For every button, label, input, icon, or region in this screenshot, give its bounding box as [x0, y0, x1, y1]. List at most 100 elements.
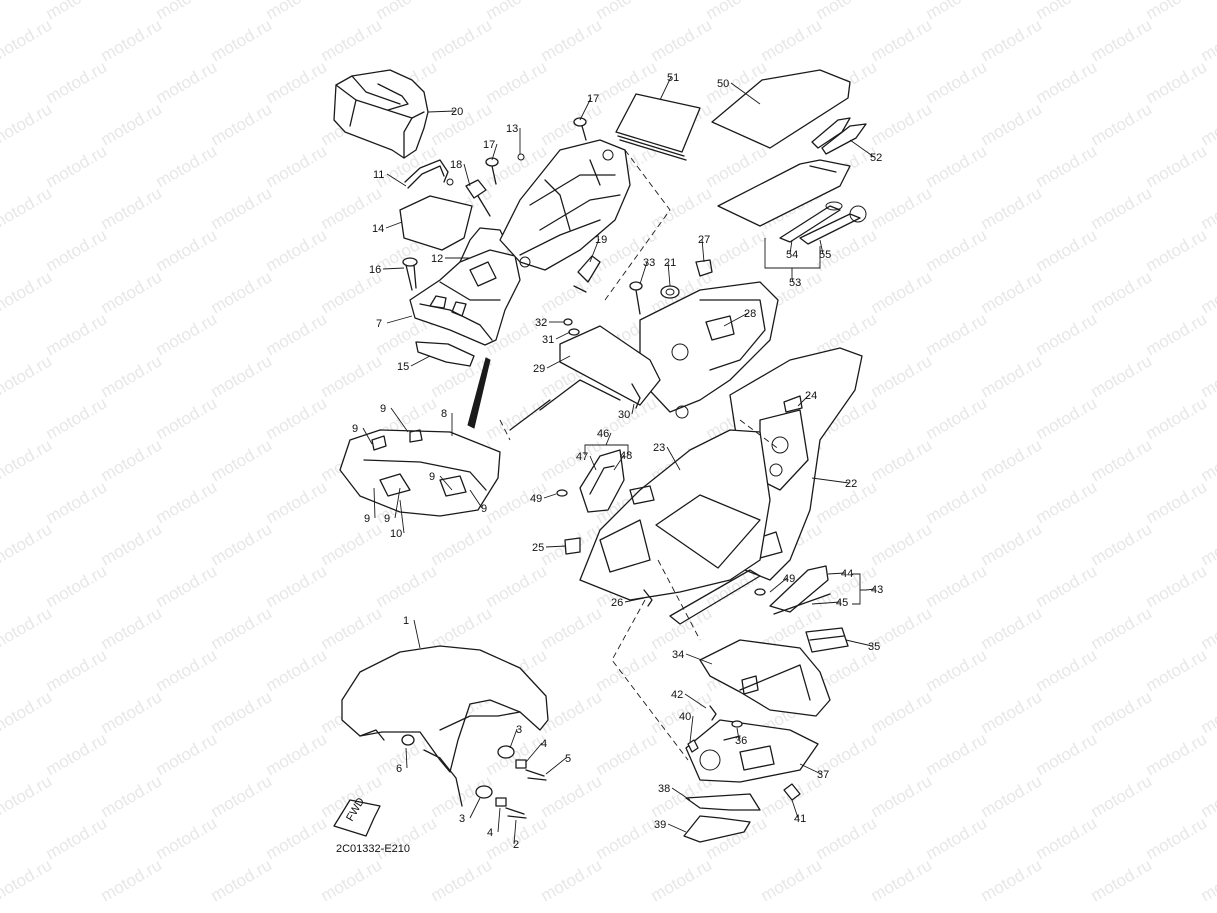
- leader-line: [769, 577, 788, 593]
- callout-label-39: 39: [654, 819, 666, 831]
- watermark-text: motod.ru: [153, 0, 221, 23]
- leader-line: [671, 787, 691, 801]
- rear-cowl-inner: [639, 281, 779, 419]
- callout-label-55: 55: [819, 249, 831, 261]
- callout-label-43: 43: [871, 584, 883, 596]
- callout-label-35: 35: [868, 641, 880, 653]
- watermark-text: motod.ru: [1088, 687, 1156, 737]
- watermark-text: motod.ru: [98, 687, 166, 737]
- watermark-text: motod.ru: [1143, 309, 1211, 359]
- watermark-text: motod.ru: [263, 729, 331, 779]
- watermark-text: motod.ru: [98, 603, 166, 653]
- watermark-text: motod.ru: [318, 15, 386, 65]
- callout-label-32: 32: [535, 317, 547, 329]
- watermark-text: motod.ru: [978, 771, 1046, 821]
- watermark-text: motod.ru: [1033, 309, 1101, 359]
- leader-line: [546, 355, 571, 369]
- watermark-text: motod.ru: [208, 603, 276, 653]
- leader-line: [849, 139, 875, 158]
- watermark-text: motod.ru: [1143, 813, 1211, 863]
- part-16-bolt: [402, 257, 418, 291]
- watermark-text: motod.ru: [318, 603, 386, 653]
- watermark-text: motod.ru: [483, 0, 551, 23]
- callout-label-9: 9: [364, 513, 370, 525]
- watermark-text: motod.ru: [1088, 99, 1156, 149]
- watermark-text: motod.ru: [978, 435, 1046, 485]
- watermark-text: motod.ru: [208, 15, 276, 65]
- leader-line: [439, 475, 453, 491]
- part-30-bolt: [631, 383, 641, 409]
- leader-line: [525, 742, 543, 763]
- watermark-text: motod.ru: [43, 141, 111, 191]
- part-54-wrench: [779, 201, 843, 243]
- part-3-collar-a: [497, 745, 515, 759]
- leader-line: [667, 823, 687, 833]
- watermark-text: motod.ru: [703, 0, 771, 23]
- watermark-text: motod.ru: [43, 225, 111, 275]
- part-29-bracket: [509, 325, 661, 431]
- watermark-text: motod.ru: [868, 183, 936, 233]
- watermark-text: motod.ru: [43, 309, 111, 359]
- watermark-text: motod.ru: [43, 729, 111, 779]
- leader-line: [545, 757, 567, 775]
- callout-label-52: 52: [870, 152, 882, 164]
- callout-label-25: 25: [532, 542, 544, 554]
- watermark-text: motod.ru: [263, 141, 331, 191]
- watermark-text: motod.ru: [593, 813, 661, 863]
- watermark-text: motod.ru: [0, 855, 55, 905]
- watermark-text: motod.ru: [648, 855, 716, 905]
- callout-label-50: 50: [717, 78, 729, 90]
- leader-line: [427, 110, 456, 113]
- watermark-text: motod.ru: [1088, 855, 1156, 905]
- watermark-text: motod.ru: [758, 15, 826, 65]
- callout-label-16: 16: [369, 264, 381, 276]
- callout-label-49: 49: [783, 573, 795, 585]
- shading-strip: [467, 357, 491, 429]
- watermark-text: motod.ru: [978, 183, 1046, 233]
- leader-line: [789, 239, 793, 255]
- leader-line: [797, 394, 810, 407]
- part-4-spacer-b: [495, 797, 507, 807]
- watermark-text: motod.ru: [1033, 477, 1101, 527]
- part-23-seat-cowl: [579, 429, 771, 601]
- watermark-text: motod.ru: [978, 519, 1046, 569]
- watermark-text: motod.ru: [43, 561, 111, 611]
- callout-label-48: 48: [620, 450, 632, 462]
- watermark-text: motod.ru: [0, 519, 55, 569]
- callout-label-36: 36: [735, 735, 747, 747]
- watermark-text: motod.ru: [1143, 393, 1211, 443]
- part-17-bolt-a: [485, 157, 499, 185]
- watermark-text: motod.ru: [263, 813, 331, 863]
- part-21-grommet: [660, 285, 680, 299]
- leader-line: [791, 799, 799, 819]
- callout-label-15: 15: [397, 361, 409, 373]
- watermark-text: motod.ru: [1143, 561, 1211, 611]
- watermark-text: motod.ru: [648, 15, 716, 65]
- watermark-text: motod.ru: [923, 729, 991, 779]
- watermark-text: motod.ru: [153, 57, 221, 107]
- watermark-text: motod.ru: [0, 351, 55, 401]
- leader-line: [865, 588, 876, 591]
- watermark-text: motod.ru: [0, 687, 55, 737]
- leader-line: [589, 238, 600, 263]
- watermark-text: motod.ru: [263, 309, 331, 359]
- watermark-text: motod.ru: [428, 855, 496, 905]
- watermark-text: motod.ru: [318, 351, 386, 401]
- watermark-text: motod.ru: [98, 519, 166, 569]
- watermark-text: motod.ru: [868, 855, 936, 905]
- watermark-text: motod.ru: [1088, 771, 1156, 821]
- part-47-48-bracket: [579, 449, 625, 513]
- leader-line: [827, 572, 846, 575]
- watermark-text: motod.ru: [98, 771, 166, 821]
- watermark-text: motod.ru: [98, 183, 166, 233]
- watermark-text: motod.ru: [263, 225, 331, 275]
- callout-label-26: 26: [611, 597, 623, 609]
- watermark-text: motod.ru: [0, 435, 55, 485]
- part-3-collar-b: [475, 785, 493, 799]
- watermark-text: motod.ru: [0, 15, 55, 65]
- part-35-reflector: [805, 627, 849, 653]
- part-5-bolt: [525, 769, 547, 781]
